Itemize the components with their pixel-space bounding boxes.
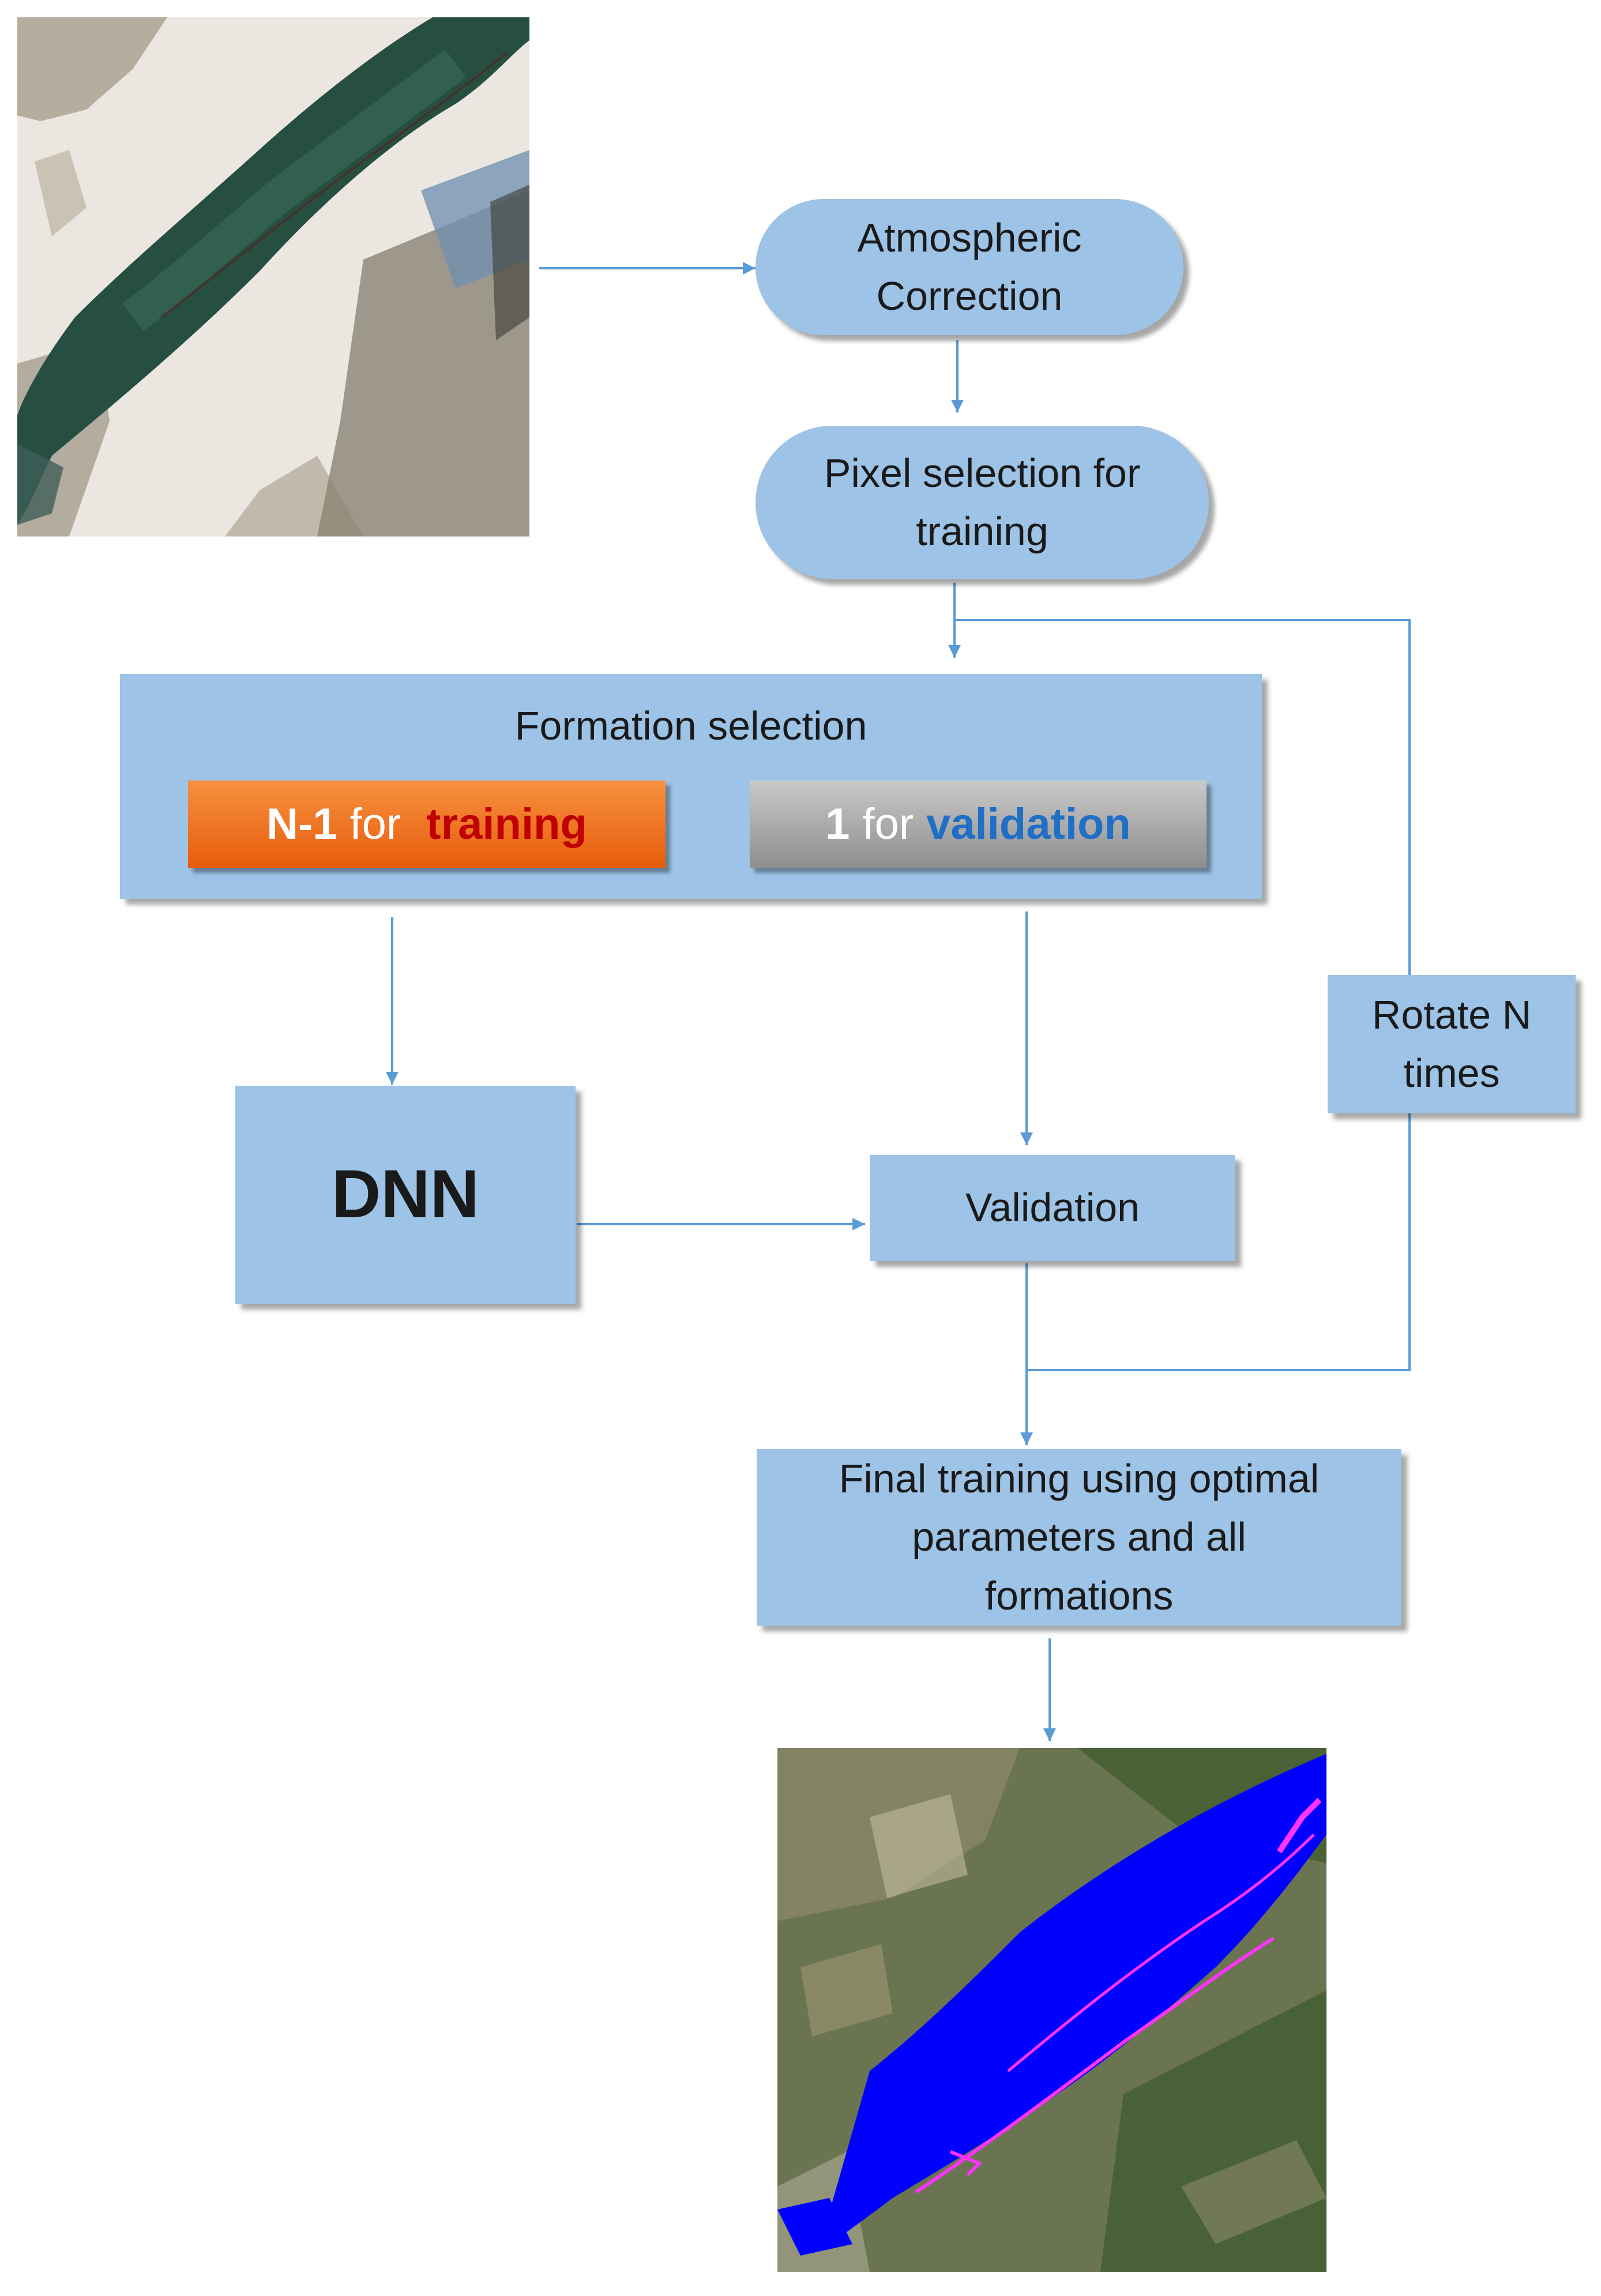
- training-split-count: N-1: [266, 799, 337, 849]
- input-satellite-image: [17, 17, 529, 537]
- pixel-selection-line2: training: [916, 509, 1048, 554]
- dnn-label: DNN: [332, 1156, 479, 1233]
- satellite-lake-snow-image: [17, 17, 529, 537]
- dnn-node: DNN: [235, 1086, 576, 1304]
- rotate-line2: times: [1403, 1051, 1500, 1096]
- atmospheric-correction-line1: Atmospheric: [857, 215, 1082, 260]
- atmospheric-correction-node: Atmospheric Correction: [756, 199, 1183, 335]
- rotate-node: Rotate N times: [1328, 975, 1576, 1113]
- validation-label: Validation: [965, 1185, 1140, 1230]
- pixel-selection-node: Pixel selection for training: [756, 426, 1209, 579]
- final-training-line2: parameters and all: [912, 1514, 1246, 1560]
- formation-selection-title: Formation selection: [514, 703, 867, 748]
- validation-split-count: 1: [825, 799, 850, 849]
- rotate-line1: Rotate N: [1371, 992, 1532, 1037]
- classified-lake-map-image: [777, 1748, 1326, 2272]
- output-classified-map: [777, 1748, 1326, 2272]
- loop-line-to-rotate: [1027, 1113, 1411, 1371]
- validation-split-keyword: validation: [926, 799, 1131, 849]
- loop-line-rotate-to-formation: [954, 619, 1411, 975]
- atmospheric-correction-line2: Correction: [876, 273, 1063, 318]
- final-training-line3: formations: [984, 1573, 1174, 1618]
- validation-node: Validation: [870, 1155, 1235, 1261]
- final-training-line1: Final training using optimal: [839, 1455, 1320, 1501]
- final-training-node: Final training using optimal parameters …: [757, 1449, 1401, 1626]
- pixel-selection-line1: Pixel selection for: [824, 450, 1141, 496]
- validation-split-for: for: [862, 799, 914, 849]
- training-split-for: for: [349, 799, 401, 849]
- training-split-keyword: training: [426, 799, 587, 849]
